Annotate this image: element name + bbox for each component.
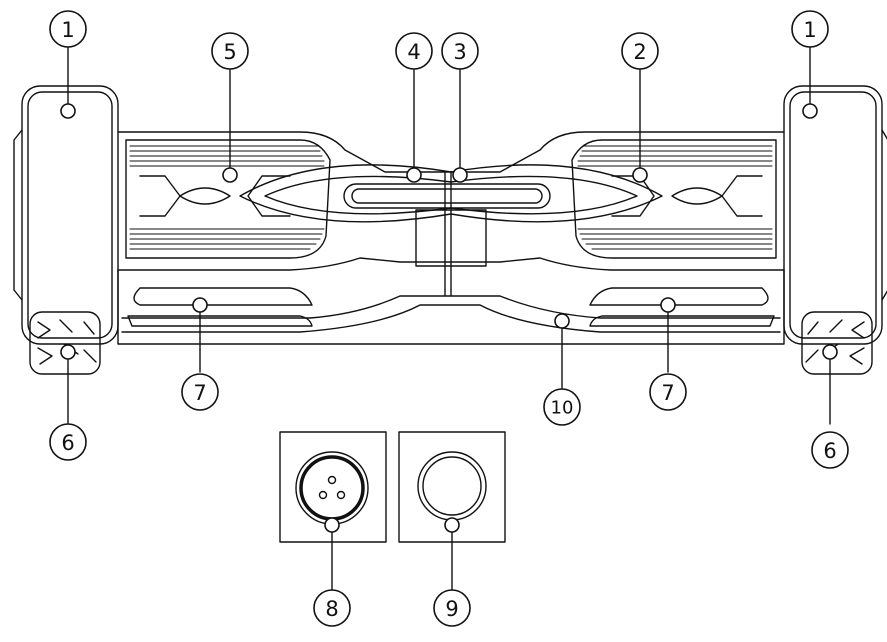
- callout-5: 5: [223, 40, 236, 64]
- callout-6-right: 6: [823, 439, 836, 463]
- callout-9: 9: [445, 597, 458, 621]
- callout-7-right: 7: [661, 381, 674, 405]
- callout-6-left: 6: [61, 431, 74, 455]
- main-body: [117, 131, 785, 345]
- callout-3: 3: [453, 40, 466, 64]
- callout-10: 10: [551, 398, 574, 419]
- right-bumper-light: [589, 287, 775, 327]
- right-foot-pad: [571, 139, 777, 259]
- anchor-dots: [60, 103, 838, 533]
- callout-4: 4: [407, 40, 420, 64]
- left-foot-pad: [125, 139, 331, 259]
- leader-lines: [67, 46, 831, 591]
- callout-2: 2: [633, 40, 646, 64]
- left-bumper-light: [127, 287, 313, 327]
- right-wheel-housing: [783, 85, 887, 345]
- center-display: [239, 164, 663, 223]
- callout-1-left: 1: [61, 18, 74, 42]
- callout-1-right: 1: [803, 18, 816, 42]
- callout-circles: [49, 10, 849, 627]
- left-wheel-tread: [29, 311, 101, 375]
- left-wheel-housing: [13, 85, 119, 345]
- right-wheel-tread: [801, 311, 873, 375]
- callout-8: 8: [325, 597, 338, 621]
- callout-7-left: 7: [193, 381, 206, 405]
